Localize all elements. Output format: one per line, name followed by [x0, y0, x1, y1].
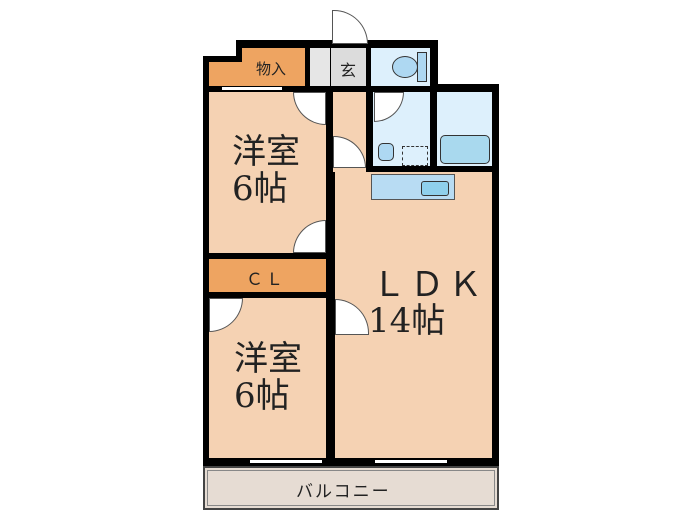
- kitchen-sink-icon: [421, 181, 449, 196]
- ldk-name: ＬＤＫ: [372, 265, 486, 305]
- toilet-icon: [392, 56, 418, 78]
- storage-area: [242, 48, 305, 86]
- western-room-1-size: 6帖: [232, 169, 288, 209]
- entrance-door[interactable]: [332, 10, 368, 44]
- western-room-2-name: 洋室: [234, 339, 302, 379]
- balcony-label: バルコニー: [296, 482, 391, 502]
- window: [222, 87, 282, 90]
- western-room-1-name: 洋室: [232, 132, 300, 172]
- entrance-label: 玄: [340, 61, 357, 80]
- balcony: [203, 466, 499, 510]
- storage-area-left: [209, 62, 249, 86]
- shoe-cabinet: [310, 48, 330, 86]
- closet-label: ＣＬ: [246, 270, 286, 290]
- entrance-area: [331, 48, 366, 86]
- closet: [209, 259, 326, 292]
- window: [250, 460, 322, 463]
- hallway-door[interactable]: [333, 136, 366, 168]
- ldk-size: 14帖: [368, 301, 446, 341]
- washbasin-icon: [378, 143, 394, 161]
- window: [375, 460, 447, 463]
- western-room-2-size: 6帖: [234, 376, 290, 416]
- storage-label: 物入: [256, 60, 287, 78]
- washroom-door[interactable]: [374, 92, 404, 122]
- toilet-tank-icon: [417, 52, 427, 82]
- washing-machine-space-icon: [402, 146, 428, 166]
- bathtub-icon: [440, 135, 490, 164]
